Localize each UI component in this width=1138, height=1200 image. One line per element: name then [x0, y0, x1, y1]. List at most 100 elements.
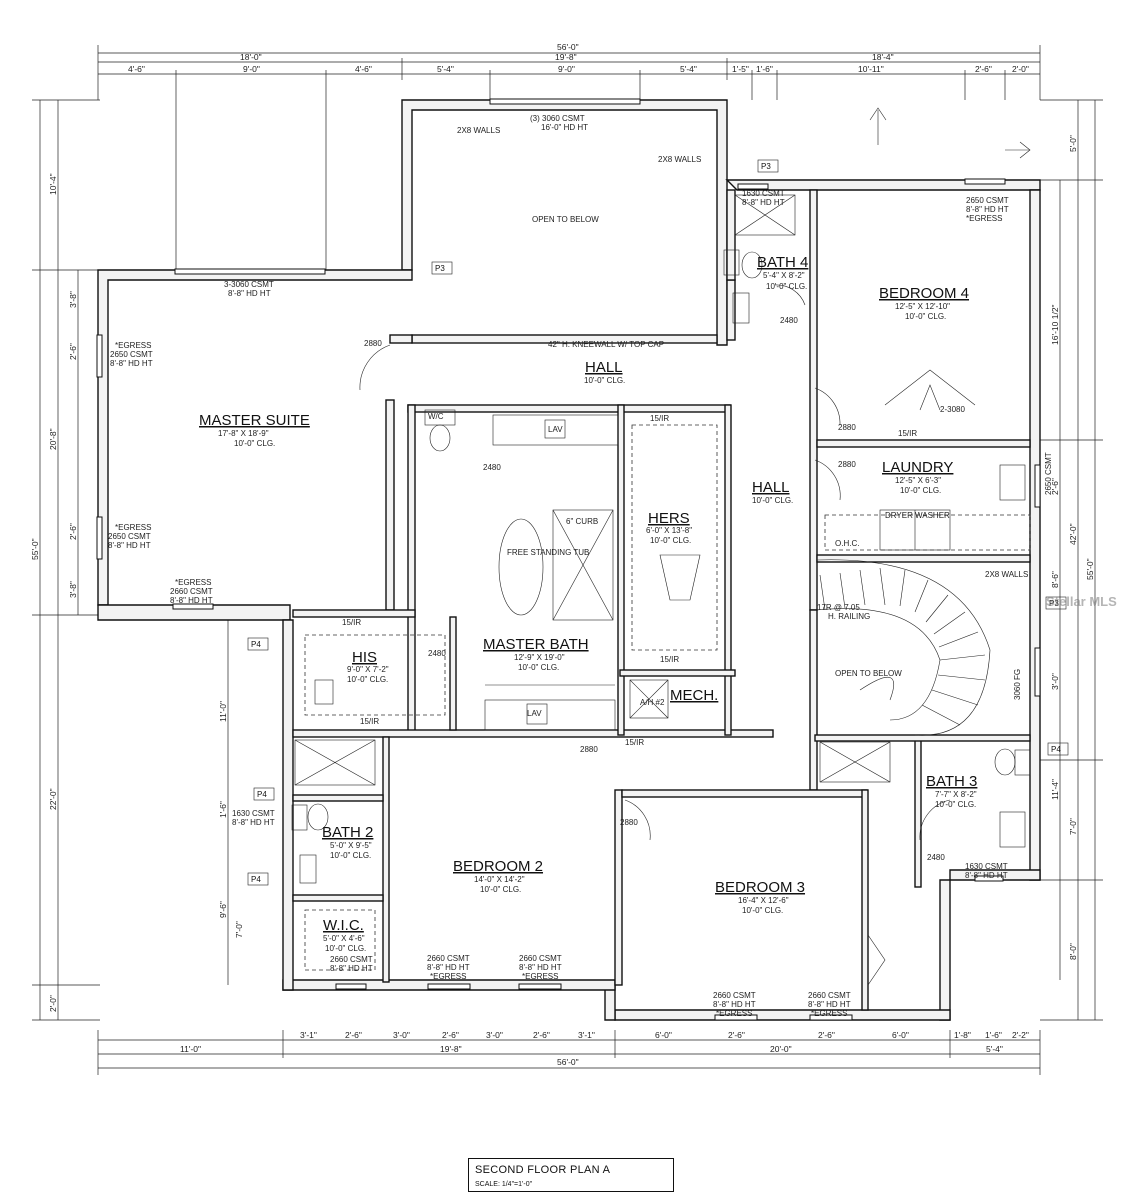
hers-clg: 10'-0" CLG.	[650, 536, 691, 545]
dim-bottom-d4: 2'-6"	[442, 1030, 459, 1040]
note-egress-2-hd: 8'-8" HD HT	[108, 541, 151, 550]
note-hers-15ir: 15/IR	[650, 414, 669, 423]
dim-left-l: 7'-0"	[234, 921, 244, 938]
note-3-3060-hd: 8'-8" HD HT	[228, 289, 271, 298]
note-lav-master: LAV	[527, 709, 542, 718]
dim-right-i: 3'-0"	[1050, 673, 1060, 690]
dim-top-d4: 5'-4"	[437, 64, 454, 74]
bath2-clg: 10'-0" CLG.	[330, 851, 371, 860]
wic-name: W.I.C.	[323, 917, 364, 934]
tag-p3-b: P3	[761, 162, 771, 171]
note-2480-c: 2480	[927, 853, 945, 862]
note-2660-d-hd: 8'-8" HD HT	[713, 1000, 756, 1009]
bedroom3-name: BEDROOM 3	[715, 879, 805, 896]
dim-left-i: 11'-0"	[218, 701, 228, 722]
his-size: 9'-0" X 7'-2"	[347, 665, 389, 674]
bath4-size: 5'-4" X 8'-2"	[763, 271, 805, 280]
note-1630-d: 1630 CSMT	[232, 809, 275, 818]
master-bath-clg: 10'-0" CLG.	[518, 663, 559, 672]
laundry-name: LAUNDRY	[882, 459, 953, 476]
note-3060fg: 3060 FG	[1013, 669, 1022, 700]
plan-notes: (3) 3060 CSMT 16'-0" HD HT 2X8 WALLS 2X8…	[108, 114, 1053, 1018]
master-suite-clg: 10'-0" CLG.	[234, 439, 275, 448]
dim-bottom-seg1: 11'-0"	[180, 1044, 201, 1054]
dim-bottom-d10: 2'-6"	[818, 1030, 835, 1040]
dim-left-h: 3'-8"	[68, 581, 78, 598]
bath3-name: BATH 3	[926, 773, 977, 790]
dim-top-d11: 2'-0"	[1012, 64, 1029, 74]
dim-top-d8: 1'-6"	[756, 64, 773, 74]
plan-title: SECOND FLOOR PLAN A	[475, 1164, 611, 1176]
note-ah: A/H #2	[640, 698, 665, 707]
dim-right-e: 7'-0"	[1068, 818, 1078, 835]
wic-clg: 10'-0" CLG.	[325, 944, 366, 953]
room-labels: OPEN TO BELOW MASTER SUITE 17'-8" X 18'-…	[199, 215, 977, 953]
note-egress-1: *EGRESS	[115, 341, 151, 350]
windows	[96, 98, 1041, 1021]
note-2880-d: 2880	[580, 745, 598, 754]
dim-left-d: 2'-0"	[48, 995, 58, 1012]
hall-2-clg: 10'-0" CLG.	[752, 496, 793, 505]
note-2880-c: 2880	[838, 460, 856, 469]
note-washer: WASHER	[915, 511, 950, 520]
dim-top-d9: 10'-11"	[858, 64, 884, 74]
bedroom4-size: 12'-5" X 12'-10"	[895, 302, 950, 311]
note-2660-d-eg: *EGRESS	[716, 1009, 752, 1018]
note-dryer: DRYER	[885, 511, 913, 520]
his-name: HIS	[352, 649, 377, 666]
bath4-clg: 10'-0" CLG.	[766, 282, 807, 291]
tag-p4-a: P4	[251, 640, 261, 649]
top-dimensions: 56'-0" 18'-0" 19'-8" 18'-4" 4'-6" 9'-0" …	[97, 42, 1041, 270]
mech-name: MECH.	[670, 687, 718, 704]
note-wc-master: W/C	[428, 412, 444, 421]
wic-size: 5'-0" X 4'-6"	[323, 934, 365, 943]
note-3-3060: 3-3060 CSMT	[224, 280, 274, 289]
dim-bottom-seg3: 20'-0"	[770, 1044, 792, 1054]
note-2660-e-eg: *EGRESS	[811, 1009, 847, 1018]
dim-left-a: 10'-4"	[48, 173, 58, 195]
note-egress-3-hd: 8'-8" HD HT	[170, 596, 213, 605]
note-2660-e-hd: 8'-8" HD HT	[808, 1000, 851, 1009]
note-2480-a: 2480	[780, 316, 798, 325]
note-egress-a: *EGRESS	[966, 214, 1002, 223]
bedroom3-clg: 10'-0" CLG.	[742, 906, 783, 915]
fixtures	[291, 194, 1031, 986]
laundry-size: 12'-5" X 6'-3"	[895, 476, 941, 485]
hall-1-clg: 10'-0" CLG.	[584, 376, 625, 385]
dim-top-d3: 4'-6"	[355, 64, 372, 74]
note-2880-a: 2880	[364, 339, 382, 348]
note-egress-3: *EGRESS	[175, 578, 211, 587]
note-lav-master-top: LAV	[548, 425, 563, 434]
dim-bottom-seg2: 19'-8"	[440, 1044, 462, 1054]
dim-right-a: 5'-0"	[1068, 135, 1078, 152]
note-hers-15ir-b: 15/IR	[660, 655, 679, 664]
laundry-clg: 10'-0" CLG.	[900, 486, 941, 495]
note-2660-d: 2660 CSMT	[713, 991, 756, 1000]
dim-bottom-d2: 2'-6"	[345, 1030, 362, 1040]
dim-top-d1: 4'-6"	[128, 64, 145, 74]
dim-bottom-d7: 3'-1"	[578, 1030, 595, 1040]
dim-left-j: 1'-6"	[218, 801, 228, 818]
note-1630-c: 1630 CSMT	[965, 862, 1008, 871]
dim-bottom-d8: 6'-0"	[655, 1030, 672, 1040]
note-his-15ir-b: 15/IR	[360, 717, 379, 726]
note-egress-1-win: 2650 CSMT	[110, 350, 153, 359]
bath3-size: 7'-7" X 8'-2"	[935, 790, 977, 799]
note-2650-a: 2650 CSMT	[966, 196, 1009, 205]
dim-right-overall: 55'-0"	[1085, 558, 1095, 580]
watermark: Stellar MLS	[1046, 594, 1117, 609]
tag-p4-c: P4	[251, 875, 261, 884]
left-dimensions: 55'-0" 10'-4" 20'-8" 22'-0" 2'-0" 3'-8" …	[30, 99, 244, 1021]
dim-bottom-d14: 2'-2"	[1012, 1030, 1029, 1040]
dim-left-c: 22'-0"	[48, 788, 58, 810]
note-egress-3-win: 2660 CSMT	[170, 587, 213, 596]
note-2660-c-eg: *EGRESS	[522, 972, 558, 981]
bedroom2-name: BEDROOM 2	[453, 858, 543, 875]
title-block: SECOND FLOOR PLAN A SCALE: 1/4"=1'-0"	[468, 1158, 674, 1192]
note-egress-2-win: 2650 CSMT	[108, 532, 151, 541]
note-his-closet: 15/IR	[625, 738, 644, 747]
note-1630: 1630 CSMT	[742, 189, 785, 198]
note-tub: FREE STANDING TUB	[507, 548, 589, 557]
dim-left-e: 3'-8"	[68, 291, 78, 308]
tag-p3-a: P3	[435, 264, 445, 273]
